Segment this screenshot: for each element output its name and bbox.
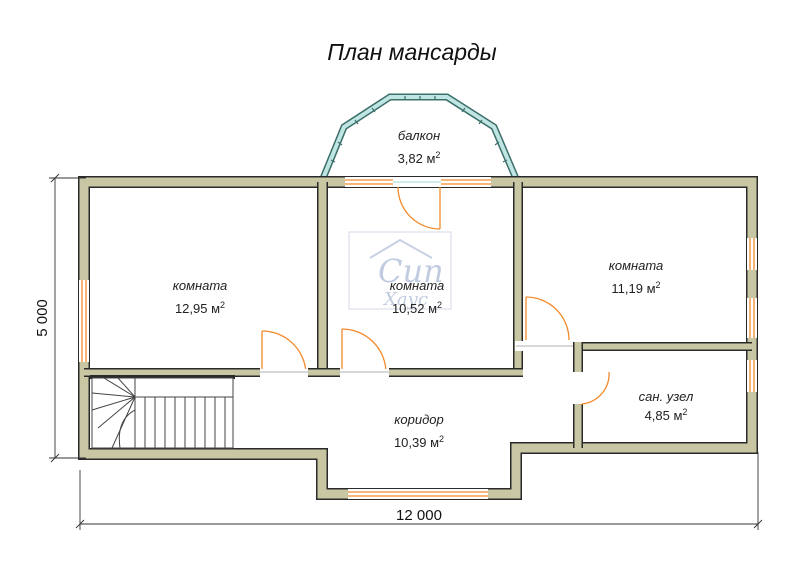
doors bbox=[261, 186, 610, 405]
bathroom-area: 4,85 м2 bbox=[645, 407, 688, 423]
watermark-line1: Сип bbox=[378, 252, 444, 290]
height-dimension-label: 5 000 bbox=[34, 299, 51, 337]
walls bbox=[78, 176, 758, 500]
staircase bbox=[91, 377, 234, 449]
width-dimension-label: 12 000 bbox=[396, 507, 442, 524]
balcony-bay bbox=[318, 93, 521, 183]
room2-name: комната bbox=[390, 278, 445, 293]
windows bbox=[79, 177, 757, 499]
corridor-area: 10,39 м2 bbox=[394, 434, 444, 450]
bathroom-name: сан. узел bbox=[639, 389, 694, 404]
room1-name: комната bbox=[173, 278, 228, 293]
room3-area: 11,19 м2 bbox=[611, 280, 660, 296]
corridor-name: коридор bbox=[394, 412, 443, 427]
balcony-name: балкон bbox=[398, 128, 440, 143]
room1-area: 12,95 м2 bbox=[175, 300, 225, 316]
room-labels: комната 12,95 м2 комната 10,52 м2 комнат… bbox=[173, 128, 694, 450]
dimension-lines bbox=[49, 173, 763, 530]
room2-area: 10,52 м2 bbox=[392, 300, 442, 316]
watermark-line2: Хаус bbox=[382, 289, 428, 310]
plan-title: План мансарды bbox=[327, 39, 496, 65]
balcony-area: 3,82 м2 bbox=[398, 150, 441, 166]
room3-name: комната bbox=[609, 258, 664, 273]
watermark-logo: Сип Хаус bbox=[348, 231, 452, 310]
